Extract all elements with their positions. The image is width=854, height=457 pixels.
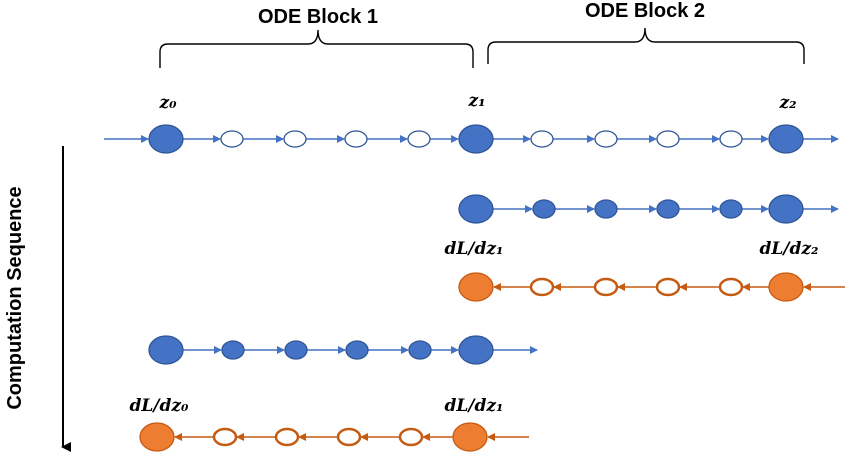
label-dL-dz0: dL/dz₀ <box>129 396 189 416</box>
block1-recompute-node-state <box>148 335 184 365</box>
ode-block-2-brace <box>487 27 805 64</box>
computation-sequence-label: Computation Sequence <box>4 186 26 409</box>
forward-node-intermediate <box>719 130 743 148</box>
block1-recompute-row <box>148 335 538 365</box>
forward-node-intermediate <box>407 130 431 148</box>
block2-backward-node-intermediate <box>655 277 681 297</box>
block2-backward-node-intermediate <box>529 277 555 297</box>
block2-recompute-node-state <box>458 194 494 224</box>
forward-pass-row <box>104 124 839 154</box>
block1-backward-node-intermediate <box>336 427 362 447</box>
block1-backward-node-state <box>139 422 175 452</box>
block1-backward-node-intermediate <box>398 427 424 447</box>
block1-backward-node-intermediate <box>212 427 238 447</box>
label-z1: z₁ <box>467 91 485 111</box>
block1-backward-row <box>139 422 529 452</box>
label-dL-dz2: dL/dz₂ <box>759 239 818 259</box>
forward-node-intermediate <box>283 130 307 148</box>
label-z0: z₀ <box>158 93 177 113</box>
block2-backward-node-state <box>768 272 804 302</box>
label-dL-dz1-bottom: dL/dz₁ <box>444 396 503 416</box>
block2-recompute-node-intermediate <box>719 199 743 219</box>
forward-node-state <box>768 124 804 154</box>
ode-block-1-brace <box>159 29 474 68</box>
block1-backward-node-state <box>452 422 488 452</box>
forward-node-state <box>148 124 184 154</box>
block1-recompute-node-state <box>458 335 494 365</box>
block1-backward-node-intermediate <box>274 427 300 447</box>
block2-backward-node-state <box>458 272 494 302</box>
block2-backward-row <box>458 272 845 302</box>
forward-node-state <box>458 124 494 154</box>
block2-recompute-node-intermediate <box>594 199 618 219</box>
forward-node-intermediate <box>594 130 618 148</box>
forward-node-intermediate <box>220 130 244 148</box>
block1-recompute-node-intermediate <box>284 340 308 360</box>
forward-node-intermediate <box>344 130 368 148</box>
forward-node-intermediate <box>530 130 554 148</box>
forward-node-intermediate <box>656 130 680 148</box>
block2-recompute-node-intermediate <box>532 199 556 219</box>
block1-recompute-node-intermediate <box>345 340 369 360</box>
label-dL-dz1-top: dL/dz₁ <box>444 239 503 259</box>
block2-recompute-node-intermediate <box>656 199 680 219</box>
block2-recompute-row <box>458 194 839 224</box>
block1-recompute-node-intermediate <box>408 340 432 360</box>
block2-backward-node-intermediate <box>593 277 619 297</box>
label-z2: z₂ <box>778 93 796 113</box>
ode-block-2-title: ODE Block 2 <box>585 0 705 22</box>
block2-recompute-node-state <box>768 194 804 224</box>
block2-backward-node-intermediate <box>718 277 744 297</box>
block1-recompute-node-intermediate <box>221 340 245 360</box>
ode-block-1-title: ODE Block 1 <box>258 6 378 28</box>
